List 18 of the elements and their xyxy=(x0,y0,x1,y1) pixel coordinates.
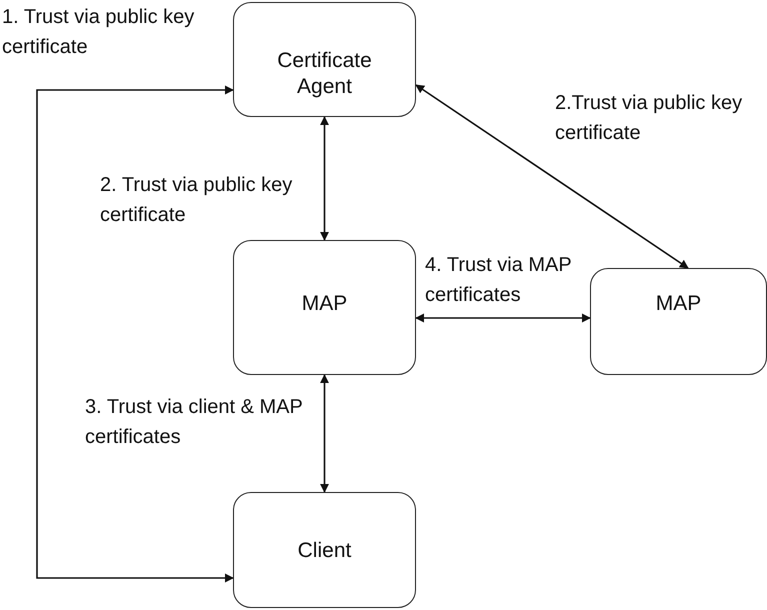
edge-label: 2. Trust via public key certificate xyxy=(100,173,294,228)
node-label: Client xyxy=(296,538,352,564)
double-arrow xyxy=(415,314,591,322)
node-label: Certificate Agent xyxy=(276,48,373,100)
double-arrow xyxy=(415,84,689,269)
double-arrow xyxy=(36,86,234,582)
edge-label: 4. Trust via MAP certificates xyxy=(425,253,572,308)
process-box xyxy=(233,492,416,608)
process-box xyxy=(233,240,416,375)
node-label: MAP xyxy=(654,291,702,317)
process-box xyxy=(590,268,767,375)
process-box xyxy=(233,2,416,117)
double-arrow xyxy=(320,116,329,241)
edge-label: 1. Trust via public key certificate xyxy=(2,5,196,60)
edge-label: 2.Trust via public key certificate xyxy=(555,91,744,146)
edge-label: 3. Trust via client & MAP certificates xyxy=(85,395,304,450)
node-label: MAP xyxy=(300,291,348,317)
double-arrow xyxy=(320,374,329,493)
